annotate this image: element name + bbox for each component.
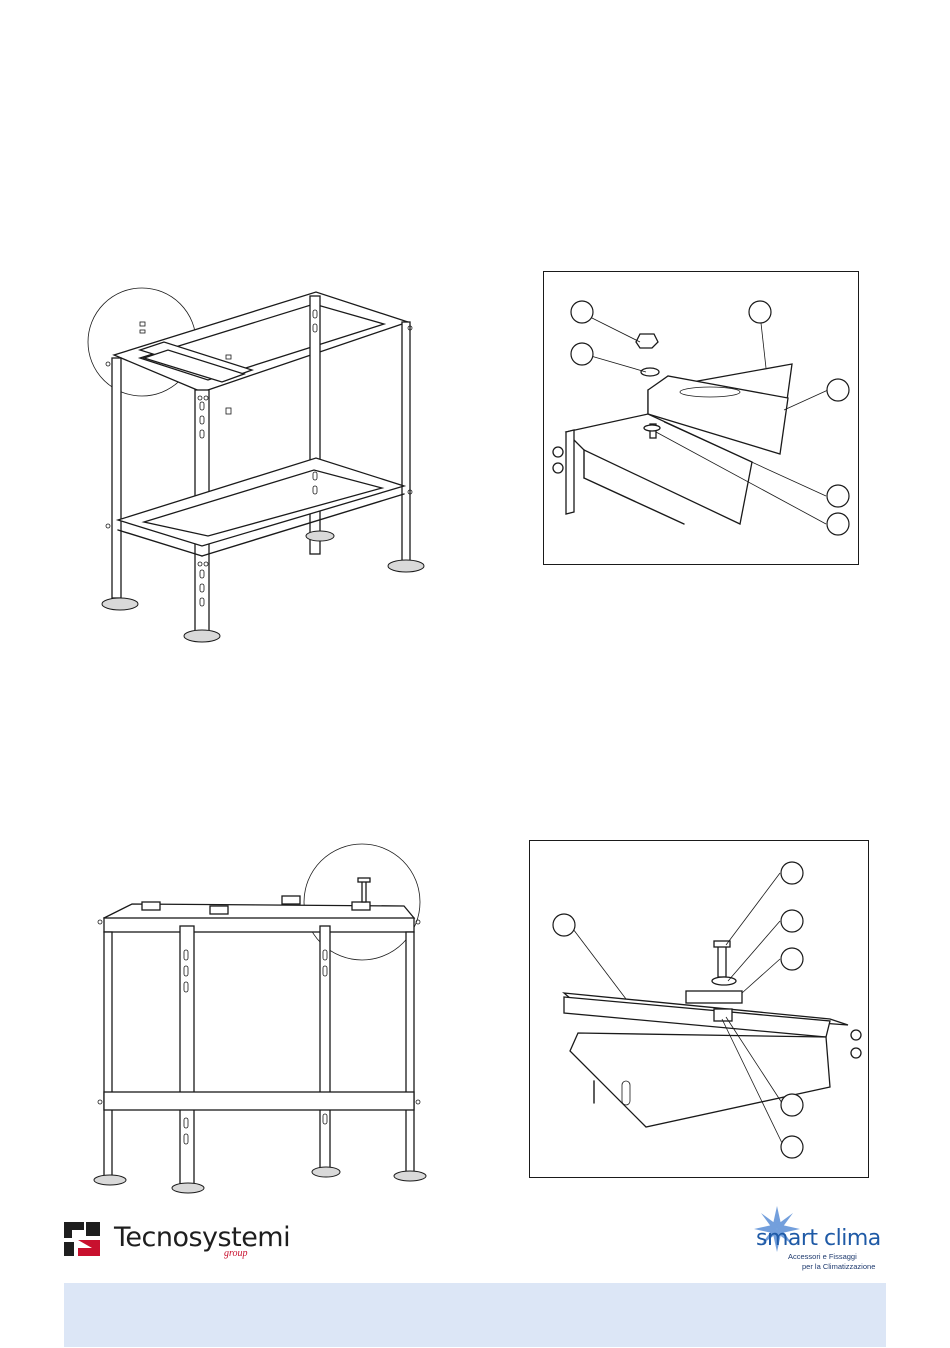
smart-clima-wordmark: smart clima	[756, 1226, 881, 1251]
callout-circle	[553, 914, 575, 936]
callout-circle	[781, 862, 803, 884]
smart-clima-logo: smart clima Accessori e Fissaggi per la …	[750, 1206, 890, 1272]
tecnosystemi-mark-icon	[64, 1222, 108, 1256]
figure-1-stand-top-rails	[84, 280, 444, 650]
callout-circle	[571, 301, 593, 323]
callout-circle	[781, 948, 803, 970]
callout-circle	[827, 485, 849, 507]
callout-circle	[781, 910, 803, 932]
detail-box-1	[543, 271, 859, 565]
callout-circle	[827, 513, 849, 535]
footer-bar	[64, 1283, 886, 1347]
callout-circle	[781, 1094, 803, 1116]
smart-clima-tagline-2: per la Climatizzazione	[802, 1262, 875, 1271]
callout-circle	[827, 379, 849, 401]
callout-circle	[781, 1136, 803, 1158]
tecnosystemi-logo: Tecnosystemi group	[64, 1216, 284, 1262]
smart-clima-tagline-1: Accessori e Fissaggi	[788, 1252, 857, 1261]
detail-box-2	[529, 840, 869, 1178]
callout-circle	[571, 343, 593, 365]
tecnosystemi-group-label: group	[224, 1248, 248, 1259]
callout-circle	[749, 301, 771, 323]
figure-2-stand-fixtures	[90, 840, 430, 1195]
tecnosystemi-wordmark: Tecnosystemi	[114, 1222, 290, 1253]
